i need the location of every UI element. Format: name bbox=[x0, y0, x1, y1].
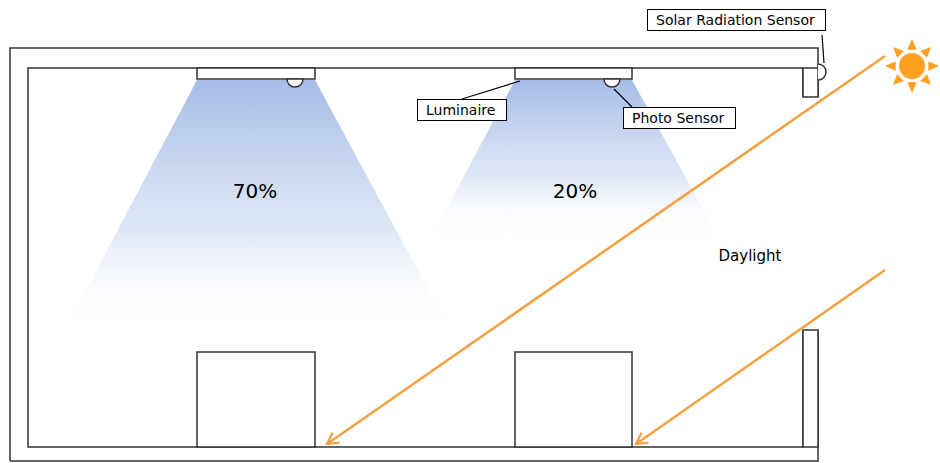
sun-disc bbox=[899, 53, 925, 79]
callout-text: Photo Sensor bbox=[632, 109, 727, 127]
sun-ray bbox=[885, 61, 896, 70]
window-frame bbox=[803, 330, 818, 447]
desk bbox=[197, 352, 315, 447]
sun-icon bbox=[885, 39, 939, 93]
callout-box: Photo Sensor bbox=[623, 107, 736, 129]
sun-ray bbox=[907, 82, 916, 93]
sun-ray bbox=[893, 74, 904, 85]
sun-ray bbox=[920, 74, 931, 85]
callout-text: Luminaire bbox=[426, 101, 498, 119]
photo-sensor bbox=[604, 79, 620, 87]
outer-wall bbox=[10, 48, 818, 461]
percentage-label: 20% bbox=[553, 179, 597, 203]
leader-line bbox=[822, 35, 824, 63]
luminaire bbox=[515, 68, 632, 79]
sun-ray bbox=[920, 47, 931, 58]
leader-line bbox=[614, 89, 632, 107]
daylight-ray bbox=[636, 270, 885, 444]
daylight-label: Daylight bbox=[719, 247, 782, 265]
desk bbox=[515, 352, 632, 447]
luminaire bbox=[197, 68, 315, 79]
callout-text: Solar Radiation Sensor bbox=[656, 11, 817, 29]
callout-box: Solar Radiation Sensor bbox=[647, 9, 826, 31]
inner-wall bbox=[28, 68, 803, 447]
solar-sensor bbox=[818, 64, 826, 80]
window-frame bbox=[803, 68, 818, 97]
light-cone bbox=[65, 80, 450, 330]
sun-ray bbox=[907, 39, 916, 50]
callout-box: Luminaire bbox=[417, 99, 507, 121]
sun-ray bbox=[893, 47, 904, 58]
sun-ray bbox=[928, 61, 939, 70]
daylight-ray bbox=[327, 56, 885, 444]
percentage-label: 70% bbox=[233, 179, 277, 203]
photo-sensor bbox=[287, 79, 303, 87]
leader-line bbox=[462, 81, 520, 99]
